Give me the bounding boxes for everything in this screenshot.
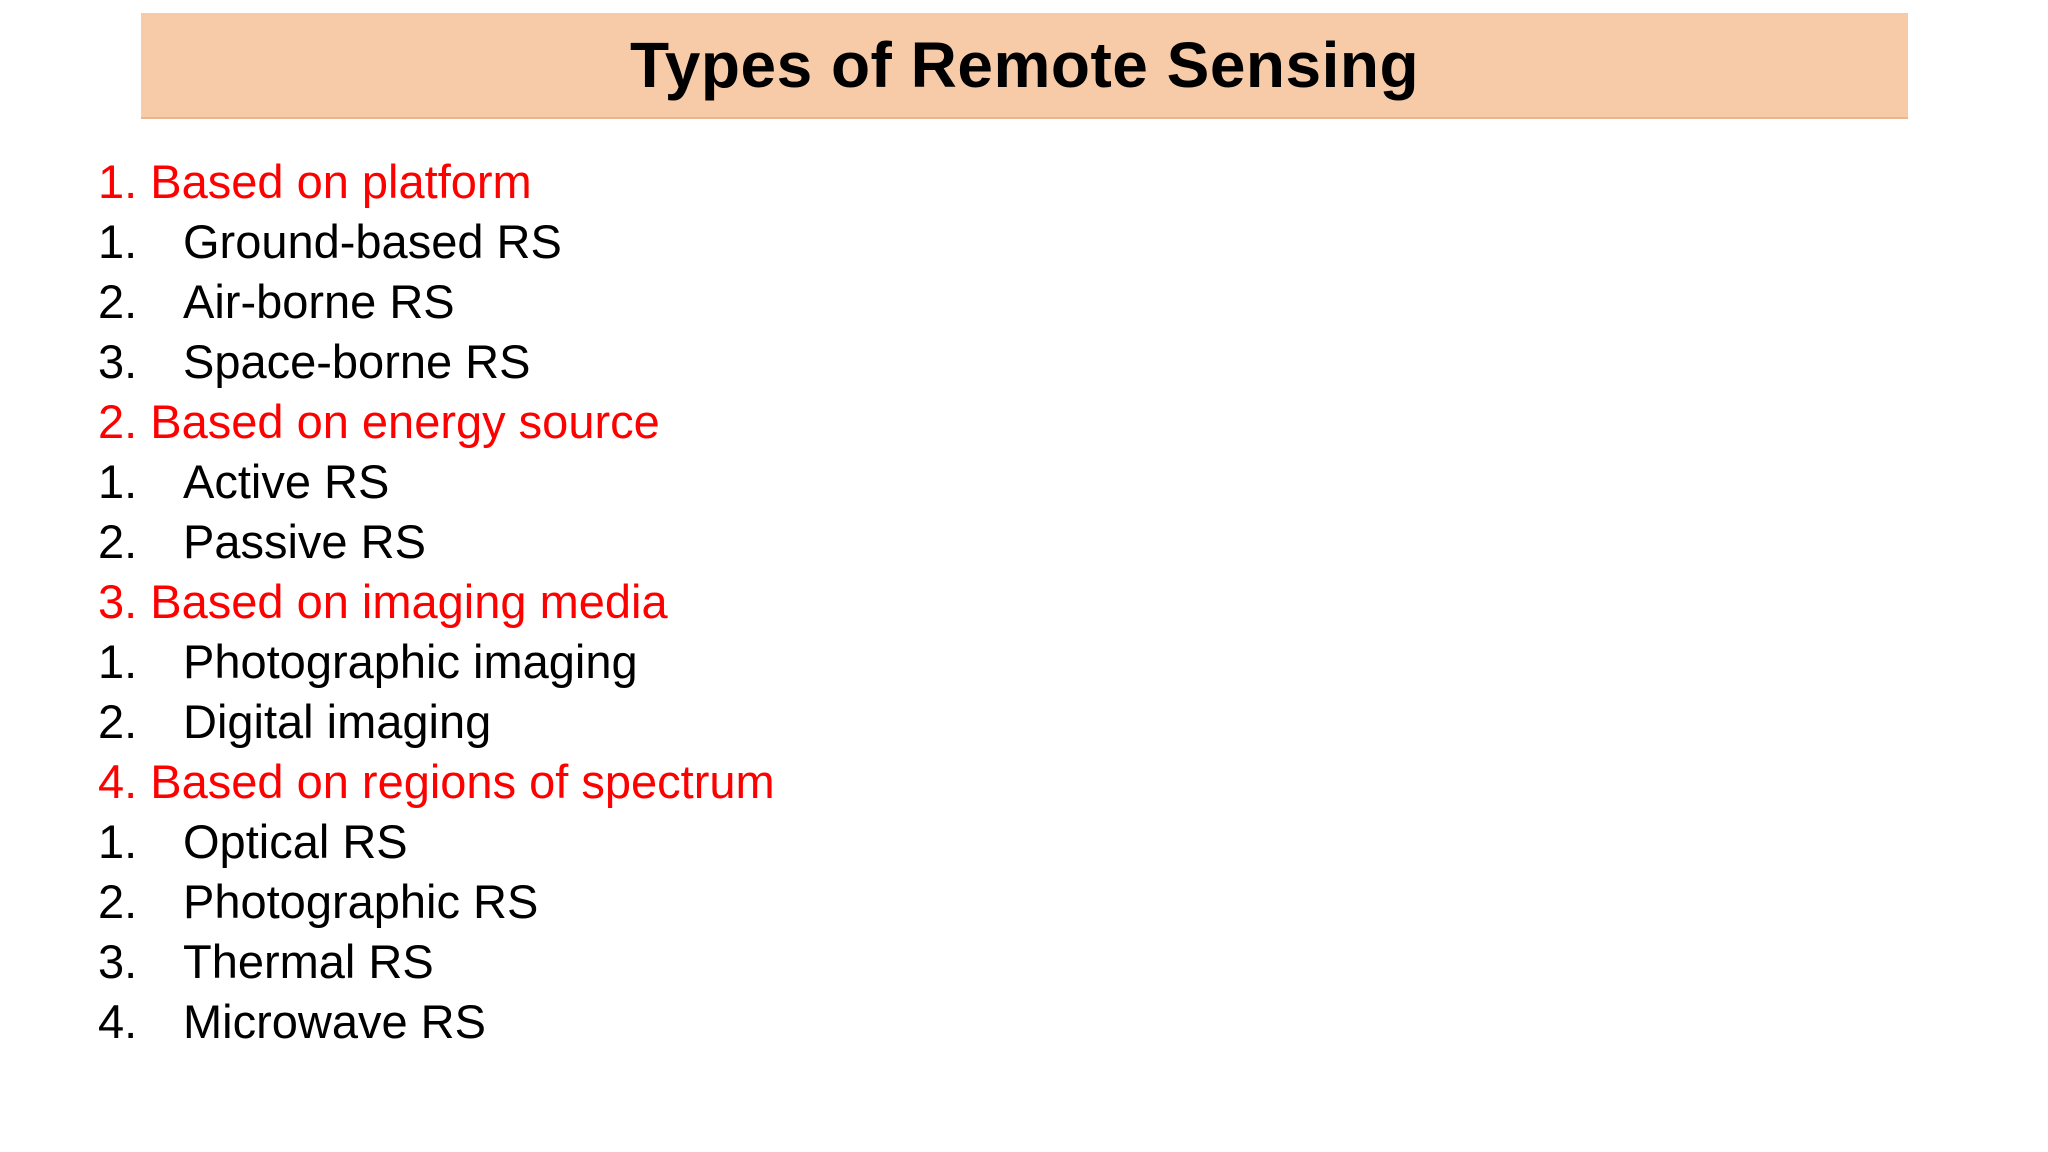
- section-heading: 1. Based on platform: [98, 154, 532, 208]
- list-item: 2. Digital imaging: [98, 691, 775, 751]
- list-item-number: 3.: [98, 934, 138, 988]
- list-item: 4. Microwave RS: [98, 991, 775, 1051]
- list-item: 2. Photographic RS: [98, 871, 775, 931]
- list-item: 1. Photographic imaging: [98, 631, 775, 691]
- list-item: 1. Active RS: [98, 451, 775, 511]
- list-item-number: 2.: [98, 874, 138, 928]
- list-item-label: Ground-based RS: [183, 214, 562, 268]
- list-item-label: Active RS: [183, 454, 390, 508]
- list-item: 2. Air-borne RS: [98, 271, 775, 331]
- list-item-number: 1.: [98, 214, 138, 268]
- list-item-label: Thermal RS: [183, 934, 434, 988]
- list-item: 1. Optical RS: [98, 811, 775, 871]
- list-item-label: Microwave RS: [183, 994, 486, 1048]
- outline-list: 1. Based on platform 1. Ground-based RS 2. A…: [98, 151, 775, 1051]
- list-item-label: Passive RS: [183, 514, 426, 568]
- list-item-label: Photographic RS: [183, 874, 539, 928]
- list-item-number: 1.: [98, 454, 138, 508]
- list-item: 1. Ground-based RS: [98, 211, 775, 271]
- list-item-label: Optical RS: [183, 814, 408, 868]
- section-heading: 3. Based on imaging media: [98, 574, 668, 628]
- list-item-number: 2.: [98, 274, 138, 328]
- list-item-label: Digital imaging: [183, 694, 492, 748]
- list-item: 2. Passive RS: [98, 511, 775, 571]
- list-item-label: Air-borne RS: [183, 274, 455, 328]
- list-item-number: 2.: [98, 694, 138, 748]
- list-item-label: Photographic imaging: [183, 634, 638, 688]
- title-band: Types of Remote Sensing: [141, 13, 1908, 119]
- section-heading: 2. Based on energy source: [98, 394, 660, 448]
- list-item-number: 2.: [98, 514, 138, 568]
- list-item-number: 3.: [98, 334, 138, 388]
- section-heading: 4. Based on regions of spectrum: [98, 754, 775, 808]
- list-item-number: 1.: [98, 814, 138, 868]
- list-item-label: Space-borne RS: [183, 334, 531, 388]
- list-item: 3. Space-borne RS: [98, 331, 775, 391]
- list-item-number: 4.: [98, 994, 138, 1048]
- list-item-number: 1.: [98, 634, 138, 688]
- slide-title: Types of Remote Sensing: [629, 29, 1420, 101]
- list-item: 3. Thermal RS: [98, 931, 775, 991]
